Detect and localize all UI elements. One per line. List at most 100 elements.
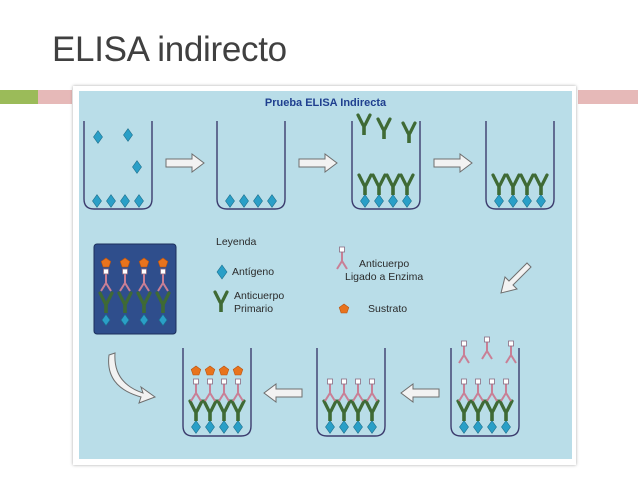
enzyme-antibody-icon xyxy=(232,378,244,402)
well-outline xyxy=(83,121,153,210)
well-outline xyxy=(351,121,421,210)
antigen-diamond-icon xyxy=(459,420,469,434)
antibody-arm xyxy=(470,399,479,413)
antibody-arm xyxy=(336,399,345,413)
enzyme-antibody-icon xyxy=(472,378,484,402)
antigen-diamond-icon xyxy=(374,194,384,208)
antibody-arm xyxy=(363,113,372,127)
antibody-arm xyxy=(491,399,500,413)
accent-bar-green xyxy=(0,90,38,104)
antibody-arm xyxy=(477,392,484,402)
antibody-arm xyxy=(195,399,204,413)
antibody-arm xyxy=(408,121,417,135)
enzyme-box xyxy=(461,340,467,347)
primary-antibody-icon xyxy=(213,290,229,312)
enzyme-antibody-icon xyxy=(324,378,336,402)
enzyme-box xyxy=(484,336,490,343)
antigen-diamond-icon xyxy=(360,194,370,208)
substrate-pentagon-icon xyxy=(204,365,216,376)
antibody-stem xyxy=(497,184,501,195)
slide-title: ELISA indirecto xyxy=(52,30,287,69)
antibody-stem xyxy=(490,410,494,421)
antibody-arm xyxy=(223,399,232,413)
antibody-stem xyxy=(208,410,212,421)
arrow-left-icon xyxy=(400,383,440,403)
antigen-diamond-icon xyxy=(522,194,532,208)
substrate-pentagon-icon xyxy=(100,257,112,268)
antigen-diamond-icon xyxy=(120,194,130,208)
antibody-arm xyxy=(510,354,517,364)
arrow-right-icon xyxy=(165,153,205,173)
antibody-arm xyxy=(329,392,336,402)
antibody-stem xyxy=(342,410,346,421)
antibody-arm xyxy=(498,173,507,187)
primary-antibody-icon xyxy=(376,117,392,139)
antigen-diamond-icon xyxy=(191,420,201,434)
well-row1-1 xyxy=(83,121,153,210)
antibody-stem xyxy=(222,410,226,421)
antigen-diamond-icon xyxy=(487,420,497,434)
enzyme-box xyxy=(369,378,375,385)
antibody-arm xyxy=(352,392,359,402)
antibody-arm xyxy=(343,399,352,413)
enzyme-box xyxy=(503,378,509,385)
antibody-stem xyxy=(377,184,381,195)
antigen-diamond-icon xyxy=(216,264,228,280)
antibody-stem xyxy=(539,184,543,195)
enzyme-box xyxy=(122,268,128,275)
substrate-pentagon-icon xyxy=(218,365,230,376)
substrate-pentagon-icon xyxy=(232,365,244,376)
well-outline xyxy=(182,348,252,437)
primary-antibody-icon xyxy=(336,399,352,421)
antigen-diamond-icon xyxy=(239,194,249,208)
enzyme-box xyxy=(508,340,514,347)
enzyme-box xyxy=(339,246,345,253)
primary-antibody-icon xyxy=(98,291,114,313)
antigen-diamond-icon xyxy=(501,420,511,434)
antibody-arm xyxy=(357,399,366,413)
antigen-diamond-icon xyxy=(325,420,335,434)
antibody-arm xyxy=(463,399,472,413)
antibody-arm xyxy=(371,173,380,187)
antigen-diamond-icon xyxy=(353,420,363,434)
antibody-arm xyxy=(456,399,465,413)
legend-enzyme-antibody-label: Anticuerpo Ligado a Enzima xyxy=(345,258,424,283)
antigen-diamond-icon xyxy=(120,313,130,327)
enzyme-antibody-icon xyxy=(336,246,348,270)
antigen-diamond-icon xyxy=(205,420,215,434)
antibody-arm xyxy=(338,392,345,402)
antigen-diamond-icon xyxy=(158,313,168,327)
primary-antibody-icon xyxy=(202,399,218,421)
antibody-stem xyxy=(328,410,332,421)
primary-antibody-icon xyxy=(356,113,372,135)
enzyme-box xyxy=(489,378,495,385)
enzyme-antibody-icon xyxy=(190,378,202,402)
well-row3-3 xyxy=(182,348,252,437)
legend-primary-antibody-label: Anticuerpo Primario xyxy=(234,290,285,315)
diagram-canvas xyxy=(83,113,555,437)
antibody-arm xyxy=(220,290,229,304)
antibody-arm xyxy=(105,282,112,292)
primary-antibody-icon xyxy=(498,399,514,421)
enzyme-antibody-icon xyxy=(481,336,493,360)
antibody-arm xyxy=(350,399,359,413)
well-outline xyxy=(450,348,520,437)
antibody-stem xyxy=(525,184,529,195)
enzyme-box xyxy=(461,378,467,385)
antibody-arm xyxy=(385,173,394,187)
enzyme-antibody-icon xyxy=(458,378,470,402)
enzyme-antibody-icon xyxy=(352,378,364,402)
antibody-arm xyxy=(209,399,218,413)
primary-antibody-icon xyxy=(371,173,387,195)
antibody-stem xyxy=(219,301,223,312)
legend-example-well xyxy=(93,243,177,335)
antibody-arm xyxy=(136,291,145,305)
primary-antibody-icon xyxy=(470,399,486,421)
antibody-arm xyxy=(188,399,197,413)
antibody-stem xyxy=(123,302,127,313)
antibody-arm xyxy=(202,399,211,413)
antigen-diamond-icon xyxy=(106,194,116,208)
enzyme-antibody-icon xyxy=(157,268,169,292)
antibody-stem xyxy=(407,132,411,143)
well-outline xyxy=(485,121,555,210)
